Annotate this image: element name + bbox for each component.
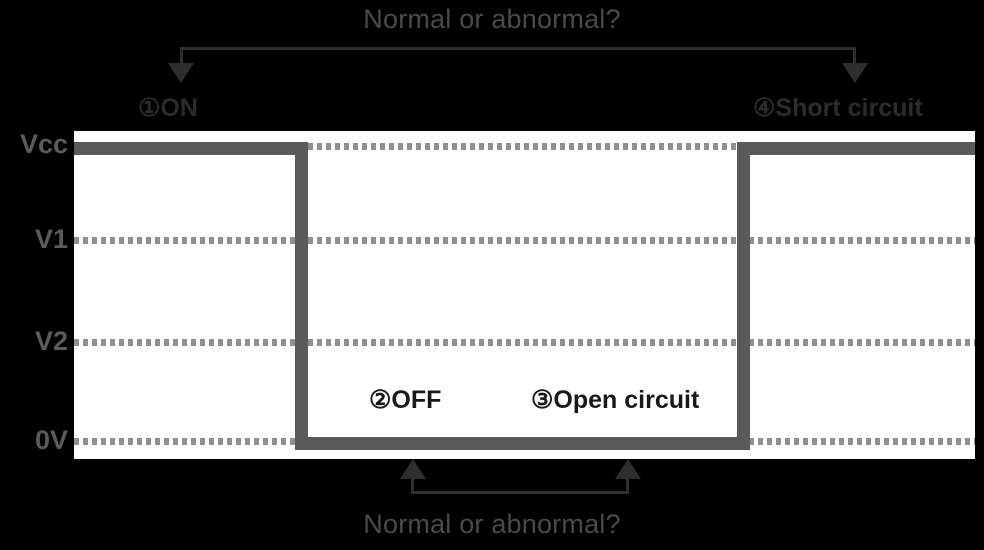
axis-label-0v: 0V <box>34 425 68 455</box>
axis-label-v2: V2 <box>34 326 68 356</box>
top-bracket-left-stem <box>180 47 183 65</box>
axis-label-v1: V1 <box>34 224 68 254</box>
arrow-up-right-icon <box>615 459 641 479</box>
annotation-label-on: ①ON <box>138 94 198 122</box>
annotation-label-short-circuit: ④Short circuit <box>753 94 923 122</box>
bottom-question-caption: Normal or abnormal? <box>363 509 621 539</box>
axis-label-vcc: Vcc <box>19 129 68 159</box>
gridline-vcc <box>74 143 975 150</box>
annotation-label-open-circuit: ③Open circuit <box>531 386 700 414</box>
waveform-rising-edge <box>737 142 750 450</box>
gridline-v2 <box>74 339 975 346</box>
waveform-high-segment-right <box>737 142 975 155</box>
bottom-bracket-horizontal-line <box>411 491 629 494</box>
top-bracket-horizontal-line <box>180 47 856 50</box>
waveform-high-segment-left <box>74 142 308 155</box>
arrow-down-left-icon <box>168 63 194 83</box>
bottom-bracket-left-stem <box>411 476 414 494</box>
annotation-label-off: ②OFF <box>369 386 442 414</box>
plot-area <box>74 131 975 459</box>
arrow-up-left-icon <box>400 459 426 479</box>
gridline-v1 <box>74 237 975 244</box>
top-question-caption: Normal or abnormal? <box>363 4 621 34</box>
waveform-low-segment <box>295 437 750 450</box>
waveform-falling-edge <box>295 142 308 450</box>
bottom-bracket-right-stem <box>626 476 629 494</box>
top-bracket-right-stem <box>853 47 856 65</box>
arrow-down-right-icon <box>842 63 868 83</box>
